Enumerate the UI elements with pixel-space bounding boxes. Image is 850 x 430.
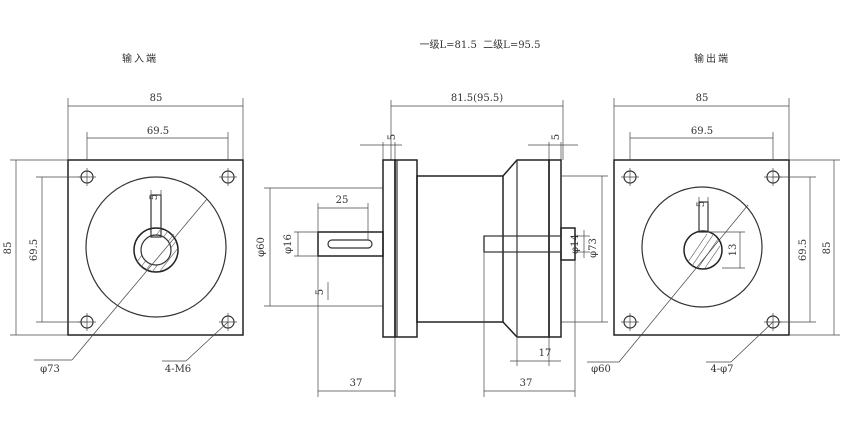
output-key-height-label: 13: [728, 244, 739, 257]
output-pilot-dia-label: φ73: [588, 238, 599, 258]
output-height-label: 85: [822, 242, 833, 255]
output-shaft-circle: [683, 230, 723, 270]
input-width-label: 85: [150, 93, 163, 104]
output-flange-outline: [613, 159, 790, 336]
output-width-label: 85: [696, 93, 709, 104]
left-flange-thickness-label: 5: [387, 134, 398, 140]
output-flange-block: [548, 159, 562, 338]
input-shaft: [317, 231, 384, 257]
output-taper: [502, 159, 550, 338]
output-pilot-circle: [641, 186, 763, 308]
output-bolt-spacing-v-label: 69.5: [798, 239, 809, 261]
output-key-width-label: 5: [696, 201, 707, 207]
input-pilot-dia-label: φ60: [256, 237, 267, 257]
output-end-view: 85 69.5 85 69.5: [587, 93, 840, 375]
output-key-length-label: 17: [539, 348, 552, 359]
output-bolt-spacing-h-label: 69.5: [691, 126, 713, 137]
input-shaft-length-label: 25: [336, 195, 349, 206]
input-shaft-dia-label: φ16: [283, 234, 294, 254]
output-end-caption: 输出端: [694, 52, 730, 65]
side-view: 81.5(95.5) 5 5 25 φ16: [256, 93, 608, 397]
output-holes-label: 4-φ7: [710, 364, 733, 375]
input-shaft-keyway: [327, 239, 373, 249]
output-pilot-leader: [618, 204, 749, 363]
input-keyway: [150, 194, 162, 238]
input-bore-dia-label: φ73: [40, 364, 60, 375]
input-housing-circle: [85, 176, 227, 318]
input-key-width-side-label: 5: [315, 289, 326, 295]
output-holes-leader: [730, 321, 774, 363]
input-end-caption: 输入端: [122, 52, 158, 65]
overall-length-label: 81.5(95.5): [451, 93, 503, 104]
input-length-label: 37: [350, 378, 363, 389]
input-bore-circle: [133, 227, 179, 273]
input-bolt-spacing-h-label: 69.5: [147, 126, 169, 137]
lengths-caption: 一级L=81.5 二级L=95.5: [420, 39, 541, 51]
input-mounting-plate: [394, 159, 418, 338]
input-threads-label: 4-M6: [165, 364, 191, 375]
output-pilot-dia-side-label: φ60: [591, 364, 611, 375]
input-end-view: 85 69.5 85 69.5: [3, 93, 244, 375]
input-threads-leader: [185, 321, 229, 362]
input-bolt-spacing-v-label: 69.5: [29, 239, 40, 261]
gearbox-body: [416, 175, 504, 323]
output-shaft-dia-label: φ14: [570, 234, 581, 254]
output-length-label: 37: [520, 378, 533, 389]
input-height-label: 85: [3, 242, 14, 255]
right-flange-thickness-label: 5: [551, 134, 562, 140]
input-key-width-label: 5: [149, 194, 160, 200]
input-flange-outline: [67, 159, 244, 336]
input-bore-leader: [71, 198, 208, 361]
output-key: [698, 201, 709, 233]
input-flange-block: [382, 159, 396, 338]
